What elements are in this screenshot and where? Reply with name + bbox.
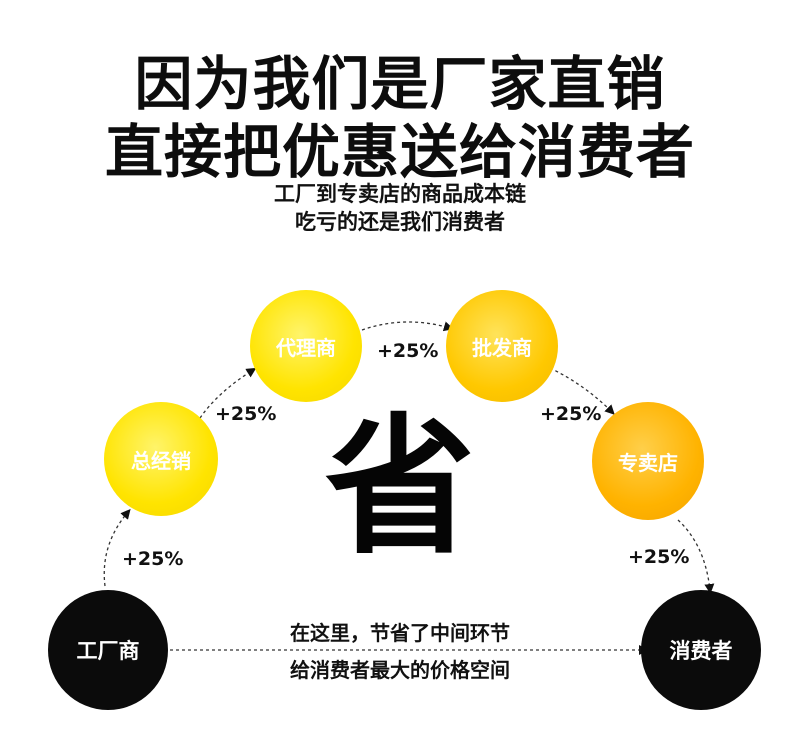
node-agent: 代理商 bbox=[250, 290, 362, 402]
node-factory-label: 工厂商 bbox=[76, 639, 140, 663]
arrow-distributor-to-agent bbox=[199, 367, 257, 419]
headline-line-1: 因为我们是厂家直销 bbox=[134, 50, 666, 118]
arrow-agent-to-wholesaler bbox=[361, 321, 454, 332]
node-store: 专卖店 bbox=[592, 402, 704, 520]
arrow-store-to-consumer bbox=[677, 519, 715, 594]
node-store-label: 专卖店 bbox=[618, 450, 678, 475]
subtitle-line-1: 工厂到专卖店的商品成本链 bbox=[274, 182, 526, 206]
markup-3: +25% bbox=[377, 340, 439, 362]
markup-5: +25% bbox=[628, 546, 690, 568]
markup-1: +25% bbox=[122, 548, 184, 570]
save-character: 省 bbox=[324, 401, 475, 575]
arrow-factory-to-distributor bbox=[103, 508, 131, 587]
node-consumer: 消费者 bbox=[641, 590, 761, 710]
node-agent-label: 代理商 bbox=[276, 335, 336, 360]
node-consumer-label: 消费者 bbox=[669, 639, 733, 663]
node-general-distributor: 总经销 bbox=[104, 402, 218, 516]
bottom-note-line-1: 在这里，节省了中间环节 bbox=[290, 621, 510, 645]
node-factory: 工厂商 bbox=[48, 590, 168, 710]
node-general-distributor-label: 总经销 bbox=[131, 448, 191, 473]
arrow-wholesaler-to-store bbox=[549, 367, 615, 415]
subtitle-line-2: 吃亏的还是我们消费者 bbox=[295, 210, 505, 234]
bottom-note-line-2: 给消费者最大的价格空间 bbox=[290, 658, 510, 682]
headline-line-2: 直接把优惠送给消费者 bbox=[104, 118, 695, 186]
node-wholesaler: 批发商 bbox=[446, 290, 558, 402]
node-wholesaler-label: 批发商 bbox=[472, 335, 532, 360]
markup-4: +25% bbox=[540, 403, 602, 425]
markup-2: +25% bbox=[215, 403, 277, 425]
